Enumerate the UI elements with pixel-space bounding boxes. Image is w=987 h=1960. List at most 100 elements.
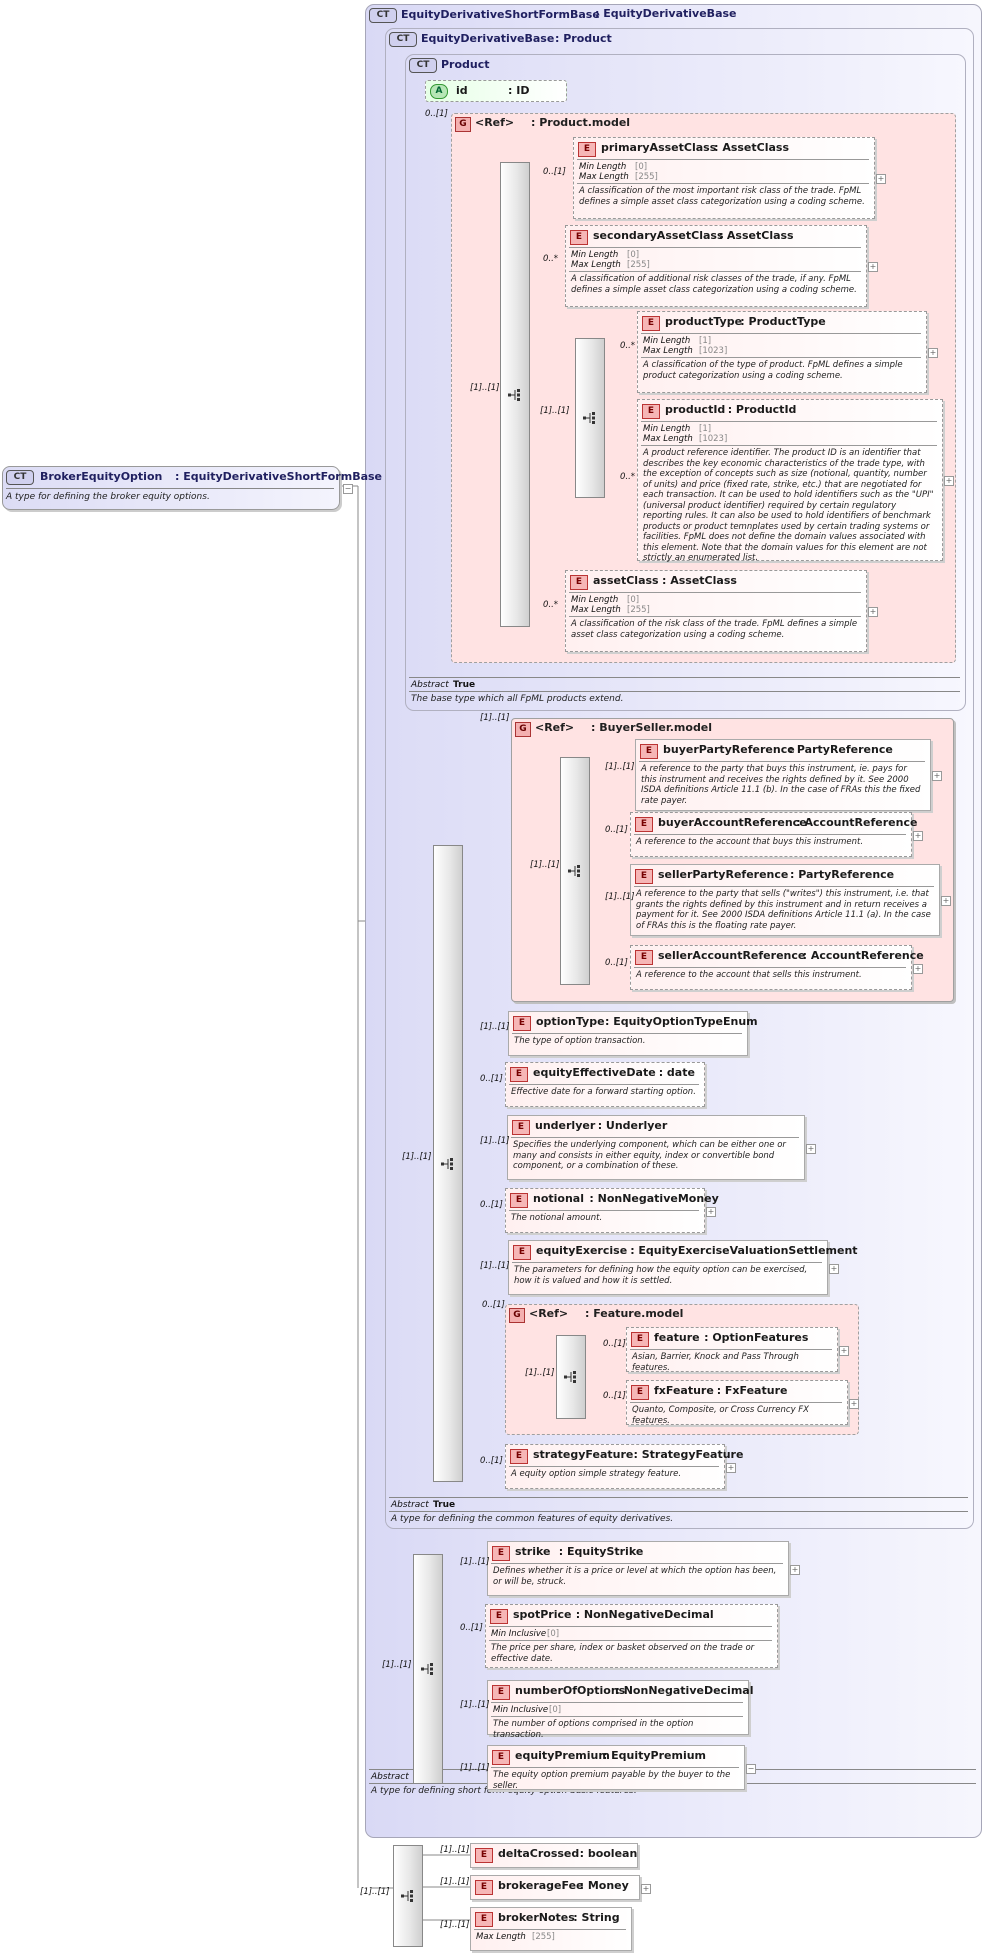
element-divider [634,886,934,887]
group-name: : Feature.model [585,1307,684,1320]
element-spotPrice[interactable] [485,1604,778,1668]
element-cardinality: [1]..[1] [605,892,635,902]
element-divider [491,1716,743,1717]
element-name: brokerageFee [498,1879,584,1892]
element-sellerPartyReference[interactable] [630,864,940,936]
expand-icon[interactable]: + [806,1143,816,1154]
expand-icon[interactable]: + [706,1206,716,1217]
element-numberOfOptions[interactable] [487,1680,749,1735]
root-description: A type for defining the broker equity op… [6,492,210,502]
element-divider [577,183,869,184]
expand-icon[interactable]: + [726,1462,736,1473]
element-secondaryAssetClass[interactable] [565,225,867,307]
expand-icon[interactable]: + [790,1564,800,1575]
element-icon: E [510,1067,528,1082]
element-divider [634,967,906,968]
expand-icon[interactable]: + [944,476,954,486]
expand-icon[interactable]: + [839,1345,849,1356]
element-deltaCrossed[interactable] [470,1843,638,1868]
element-equityExercise[interactable] [508,1240,828,1295]
expand-icon[interactable]: + [641,1883,651,1894]
element-name: fxFeature [654,1384,714,1397]
element-description: The notional amount. [511,1213,603,1223]
element-type: : NonNegativeMoney [589,1192,719,1205]
element-icon: E [510,1193,528,1208]
element-type: : Underlyer [597,1119,668,1132]
expand-icon[interactable]: + [868,607,878,617]
element-strike[interactable] [487,1541,789,1596]
expand-icon[interactable]: + [849,1398,859,1409]
element-assetClass[interactable] [565,570,867,652]
element-icon: E [513,1016,531,1031]
element-name: assetClass [593,574,659,587]
group-name: : BuyerSeller.model [591,721,713,734]
sequence-icon [507,387,523,403]
element-divider [491,1563,783,1564]
element-divider [474,1929,626,1930]
element-cardinality: [1]..[1] [440,1920,470,1930]
element-brokerageFee[interactable] [470,1875,640,1900]
element-name: sellerPartyReference [658,868,789,881]
expand-icon[interactable]: + [928,348,938,358]
element-type: : PartyReference [788,743,893,756]
element-cardinality: [1]..[1] [460,1700,490,1710]
element-divider [641,333,921,334]
element-name: primaryAssetClass [601,141,717,154]
element-icon: E [475,1848,493,1863]
element-icon: E [475,1880,493,1895]
footer-divider [409,691,960,692]
element-description: A reference to the party that buys this … [641,764,921,806]
element-description: Specifies the underlying component, whic… [513,1140,786,1171]
abstract-label: Abstract [371,1772,409,1782]
sequence-icon [582,410,598,426]
element-divider [509,1084,699,1085]
element-description: A classification of additional risk clas… [571,274,857,295]
element-description: The price per share, index or basket obs… [491,1643,755,1664]
footer-divider [389,1497,968,1498]
element-cardinality: [1]..[1] [460,1557,490,1567]
sequence-cardinality: [1]..[1] [525,1368,555,1378]
element-productId[interactable] [637,399,943,561]
element-icon: E [570,230,588,245]
facet-label: Max Length [643,346,693,356]
element-type: : PartyReference [790,868,895,881]
root-type-icon: CT [6,470,34,485]
element-icon: E [640,744,658,759]
expand-icon[interactable]: + [941,896,951,906]
element-buyerPartyReference[interactable] [635,739,931,811]
group-cardinality: 0..[1] [425,109,448,119]
element-description: A classification of the type of product.… [643,360,903,381]
element-divider [641,357,921,358]
expand-icon[interactable]: + [829,1263,839,1274]
expand-icon[interactable]: + [932,771,942,781]
root-expand-icon[interactable]: − [343,484,353,494]
expand-icon[interactable]: − [746,1763,756,1774]
expand-icon[interactable]: + [913,830,923,841]
element-description: The type of option transaction. [514,1036,646,1046]
attribute-id[interactable] [425,80,567,102]
element-productType[interactable] [637,311,927,393]
complex-type-base: : Product [555,32,612,45]
expand-icon[interactable]: + [868,262,878,272]
element-name: equityEffectiveDate [533,1066,656,1079]
element-type: : OptionFeatures [704,1331,809,1344]
expand-icon[interactable]: + [876,174,886,184]
element-name: sellerAccountReference [658,949,806,962]
element-underlyer[interactable] [507,1115,805,1180]
element-cardinality: 0..[1] [543,167,566,177]
facet-label: Min Inclusive [491,1629,547,1639]
element-divider [641,445,937,446]
element-type: : boolean [579,1847,638,1860]
expand-icon[interactable]: + [913,963,923,974]
element-type: : StrategyFeature [633,1448,744,1461]
element-name: secondaryAssetClass [593,229,724,242]
element-description: A reference to the account that sells th… [636,970,862,980]
element-primaryAssetClass[interactable] [573,137,875,219]
element-type: : FxFeature [716,1384,788,1397]
element-divider [512,1262,822,1263]
complex-type-description: A type for defining the common features … [391,1514,674,1524]
element-icon: E [492,1685,510,1700]
element-icon: E [642,316,660,331]
sequence-icon [420,1661,436,1677]
facet-label: Min Length [571,250,619,260]
